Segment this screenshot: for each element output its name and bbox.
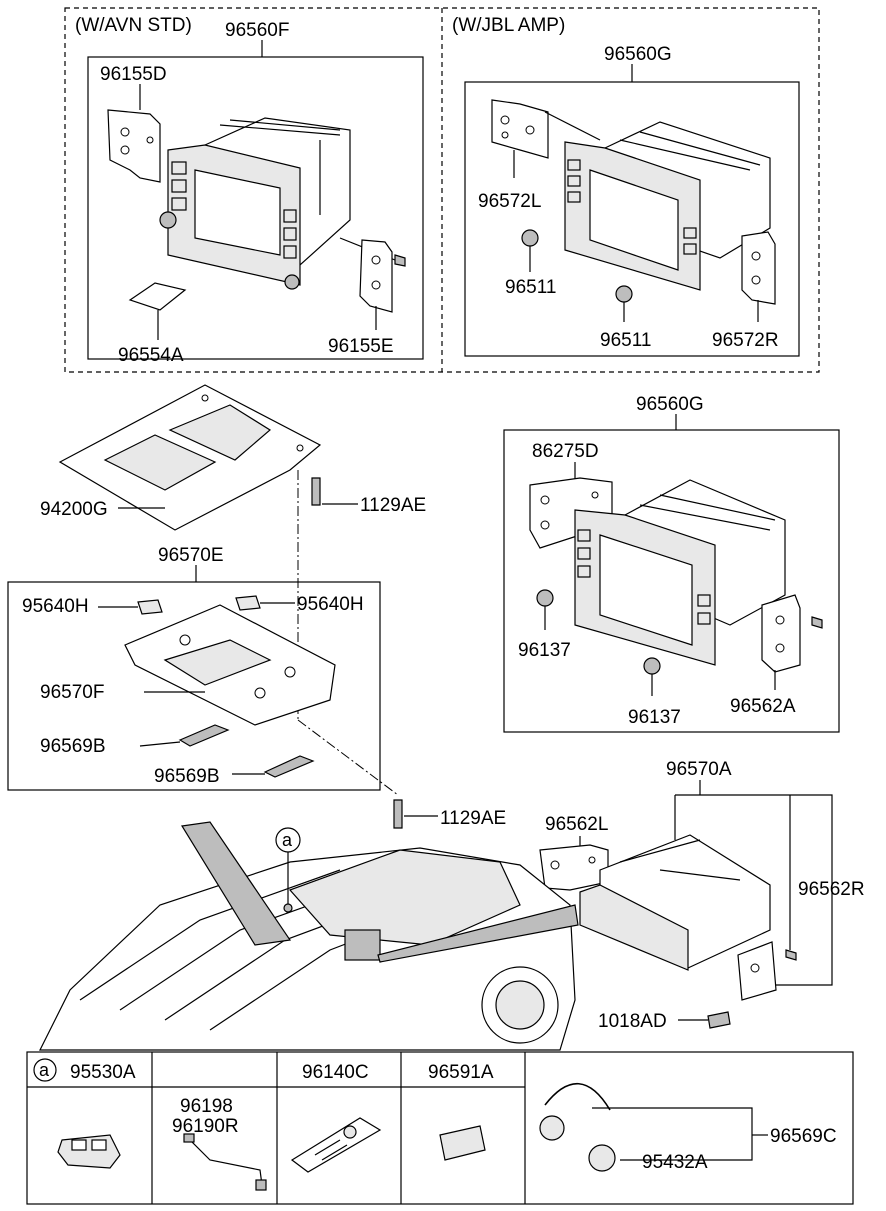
vehicle-illustration: a: [39, 821, 579, 1051]
center-stack: [344, 929, 381, 961]
section-jbl-amp-label: (W/JBL AMP): [452, 15, 565, 36]
overhead-console-group: 96570E 95640H 95640H 96570F 96569B 96569…: [7, 545, 381, 791]
table-95432A-label: 95432A: [642, 1152, 708, 1173]
screw-1129AE-a: [311, 477, 321, 506]
part-96572R-label: 96572R: [712, 330, 779, 351]
part-96569B-b-label: 96569B: [154, 766, 220, 787]
knob-96511-a: [521, 229, 539, 247]
bracket-96155D: [107, 109, 161, 183]
knob-96137-a: [536, 589, 554, 607]
part-96570E-label: 96570E: [158, 545, 224, 566]
head-unit-alt-group: 96560G 86275D 96137 96137 96562A: [503, 394, 840, 733]
screw-1018AD: [707, 1011, 731, 1029]
table-96569C-label: 96569C: [770, 1126, 837, 1147]
accessories-table: a 95530A 96140C 96591A 96198 96190R 9543…: [26, 1051, 854, 1205]
table-marker-circle: [33, 1058, 57, 1082]
pointer-wedge-right: [377, 904, 579, 963]
part-1129AE-a-label: 1129AE: [360, 495, 426, 516]
avn-std-box: [87, 56, 424, 360]
table-96140C-label: 96140C: [302, 1062, 369, 1083]
head-unit-options-group: (W/AVN STD) (W/JBL AMP) 96560F 96155D: [64, 7, 820, 373]
clip-95640H-left: [137, 599, 163, 615]
headphones-96569C: [544, 1082, 611, 1111]
jbl-head-unit: [564, 121, 771, 291]
part-95640H-left-label: 95640H: [22, 596, 89, 617]
part-96137-a-label: 96137: [518, 640, 571, 661]
pointer-wedge-left: [181, 821, 292, 946]
bracket-96572L: [491, 99, 549, 159]
part-96572L-label: 96572L: [478, 191, 541, 212]
table-96198-label: 96198: [180, 1096, 233, 1117]
bracket-96562L: [539, 844, 609, 891]
lens-96569B-b: [263, 755, 315, 778]
bracket-96562A: [761, 594, 801, 673]
amplifier-group: 96570A 96562R 96562L 1018AD: [539, 759, 865, 1032]
part-96155E-label: 96155E: [328, 336, 394, 357]
callout-a-label: a: [282, 830, 293, 850]
part-96560G-mid-label: 96560G: [636, 394, 704, 415]
part-96562R-label: 96562R: [798, 879, 865, 900]
part-96511-a-label: 96511: [505, 277, 556, 298]
alt-head-unit: [574, 479, 786, 666]
screw-icon: [394, 254, 406, 267]
section-avn-std-label: (W/AVN STD): [75, 15, 192, 36]
console-96570E-box: [7, 581, 381, 791]
part-1129AE-b-label: 1129AE: [440, 808, 506, 829]
part-95640H-right-label: 95640H: [297, 594, 364, 615]
part-96560G-top-label: 96560G: [604, 44, 672, 65]
part-96560F-label: 96560F: [225, 20, 289, 41]
part-1018AD-label: 1018AD: [598, 1011, 667, 1032]
part-96562A-label: 96562A: [730, 696, 796, 717]
part-96569B-a-label: 96569B: [40, 736, 106, 757]
lens-96569B-a: [178, 724, 230, 747]
part-96570A-label: 96570A: [666, 759, 732, 780]
table-96190R-label: 96190R: [172, 1116, 239, 1137]
part-86275D-label: 86275D: [532, 441, 599, 462]
jbl-amp-box: [464, 81, 800, 357]
part-96511-b-label: 96511: [600, 330, 651, 351]
part-96554A-label: 96554A: [118, 345, 184, 366]
mounting-plate-group: 94200G 1129AE: [40, 384, 426, 720]
screw-1129AE-b: [393, 799, 403, 829]
knob-96137-b: [643, 657, 661, 675]
knob-96511-b: [615, 285, 633, 303]
table-96591A-label: 96591A: [428, 1062, 494, 1083]
avn-head-unit: [159, 117, 351, 290]
table-marker-label: a: [39, 1060, 50, 1080]
card-96591A: [439, 1125, 486, 1161]
part-96155D-label: 96155D: [100, 64, 167, 85]
remote-96140C: [290, 1117, 382, 1173]
harness-96198: [189, 1139, 263, 1186]
sd-card-96554A: [128, 282, 187, 311]
clip-95640H-right: [235, 595, 261, 611]
head-unit-alt-box: [503, 429, 840, 733]
part-96137-b-label: 96137: [628, 707, 681, 728]
part-96570F-label: 96570F: [40, 682, 104, 703]
lamp-95530A: [57, 1134, 121, 1169]
bracket-96155E: [359, 239, 393, 313]
part-96562L-label: 96562L: [545, 814, 608, 835]
bracket-96572R: [741, 231, 776, 305]
part-94200G-label: 94200G: [40, 499, 108, 520]
table-95530A-label: 95530A: [70, 1062, 136, 1083]
